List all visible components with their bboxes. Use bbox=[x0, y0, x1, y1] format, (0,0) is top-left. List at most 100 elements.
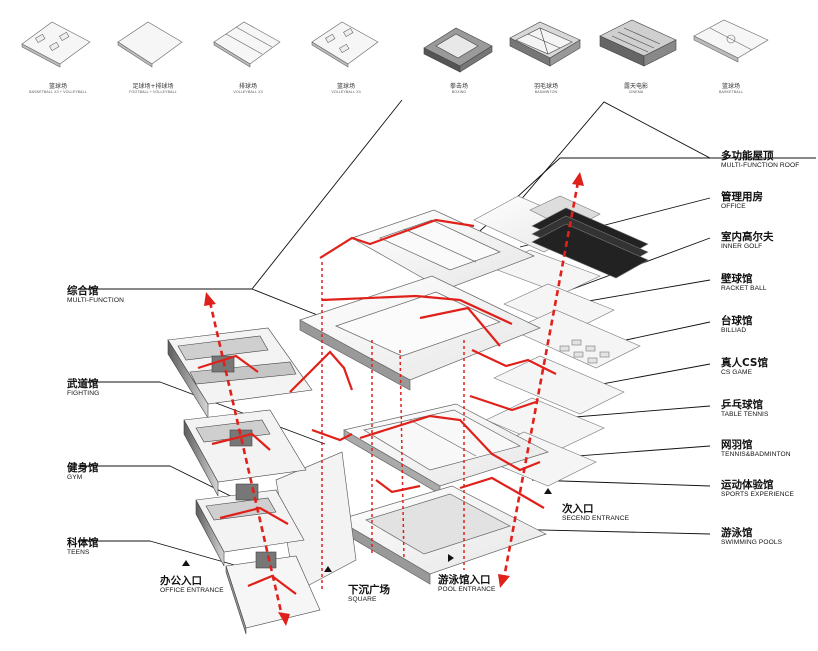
circulation-red bbox=[197, 218, 557, 595]
vertical-cores bbox=[321, 262, 465, 590]
label-racket-en: RACKET BALL bbox=[721, 285, 767, 292]
entrance-square-en: SQUARE bbox=[348, 596, 377, 603]
thumb-8-basketball bbox=[693, 19, 769, 63]
thumb-caption-2: 足球场+排球场 FOOTBALL + VOLLEYBALL bbox=[98, 83, 208, 95]
thumb-3-zh: 排球场 bbox=[238, 83, 257, 90]
label-inner-golf: 室内高尔夫 INNER GOLF bbox=[721, 231, 774, 251]
thumb-caption-4: 篮球场 VOLLEYBALL X3 bbox=[291, 83, 401, 95]
entrance-office-en: OFFICE ENTRANCE bbox=[160, 587, 224, 594]
label-office-zh: 管理用房 bbox=[721, 191, 763, 203]
thumb-5-boxing bbox=[423, 27, 493, 73]
thumb-8-zh: 篮球场 bbox=[721, 83, 740, 90]
label-swimming-pools: 游泳馆 SWIMMING POOLS bbox=[721, 527, 782, 547]
thumb-5-zh: 拳击场 bbox=[449, 83, 468, 90]
label-table-tennis: 乒乓球馆 TABLE TENNIS bbox=[721, 399, 769, 419]
label-pool-entrance: 游泳馆入口 POOL ENTRANCE bbox=[438, 574, 495, 594]
label-tabletennis-zh: 乒乓球馆 bbox=[721, 399, 763, 411]
label-fighting-zh: 武道馆 bbox=[67, 378, 99, 390]
thumb-4-zh: 篮球场 bbox=[336, 83, 355, 90]
leader-sports bbox=[531, 479, 711, 487]
thumb-caption-8: 篮球场 BASKETBALL bbox=[676, 83, 786, 95]
thumb-caption-5: 拳击场 BOXING bbox=[404, 83, 514, 95]
central-slabs bbox=[275, 209, 549, 593]
label-racket-zh: 壁球馆 bbox=[721, 273, 753, 285]
arrow-heads bbox=[204, 172, 584, 626]
label-multi-zh: 综合馆 bbox=[67, 285, 99, 297]
label-tennis-badminton: 网羽馆 TENNIS&BADMINTON bbox=[721, 439, 791, 459]
thumb-2-zh: 足球场+排球场 bbox=[132, 83, 174, 90]
thumb-2-en: FOOTBALL + VOLLEYBALL bbox=[129, 90, 177, 94]
label-tabletennis-en: TABLE TENNIS bbox=[721, 411, 769, 418]
entrance-markers bbox=[182, 488, 552, 572]
label-office-entrance: 办公入口 OFFICE ENTRANCE bbox=[160, 575, 224, 595]
thumb-4-en: VOLLEYBALL X3 bbox=[331, 90, 361, 94]
label-golf-en: INNER GOLF bbox=[721, 243, 763, 250]
thumb-1-plate bbox=[21, 21, 91, 68]
entrance-pool-en: POOL ENTRANCE bbox=[438, 586, 496, 593]
label-second-entrance: 次入口 SECEND ENTRANCE bbox=[562, 503, 629, 523]
label-multi-function: 综合馆 MULTI-FUNCTION bbox=[67, 285, 124, 305]
thumb-7-cinema bbox=[599, 19, 677, 67]
label-office-en: OFFICE bbox=[721, 203, 746, 210]
leader-multi-to-thumbs bbox=[78, 99, 403, 290]
thumb-7-en: CINEMA bbox=[628, 90, 644, 94]
right-room-stack bbox=[473, 195, 649, 487]
thumb-2-plate bbox=[117, 21, 183, 68]
entrance-pool-zh: 游泳馆入口 bbox=[438, 574, 491, 586]
label-multi-function-roof: 多功能屋顶 MULTI-FUNCTION ROOF bbox=[721, 150, 799, 170]
left-axis-arrow bbox=[208, 301, 284, 617]
label-racket-ball: 壁球馆 RACKET BALL bbox=[721, 273, 767, 293]
thumb-4-plate bbox=[311, 21, 379, 68]
axis-arrows bbox=[208, 181, 580, 617]
entrance-second-zh: 次入口 bbox=[562, 503, 594, 515]
thumb-1-en: BASKETBALL X3 + VOLLEYBALL bbox=[29, 90, 87, 94]
label-tennis-en: TENNIS&BADMINTON bbox=[721, 451, 791, 458]
thumb-7-zh: 露天电影 bbox=[623, 83, 648, 90]
label-fighting: 武道馆 FIGHTING bbox=[67, 378, 99, 398]
label-multi-en: MULTI-FUNCTION bbox=[67, 297, 124, 304]
left-wall-stack bbox=[167, 327, 321, 635]
label-cs-game: 真人CS馆 CS GAME bbox=[721, 357, 768, 377]
entrance-second-en: SECEND ENTRANCE bbox=[562, 515, 630, 522]
thumb-8-en: BASKETBALL bbox=[719, 90, 743, 94]
billiad-tables bbox=[559, 339, 610, 364]
label-square: 下沉广场 SQUARE bbox=[348, 584, 390, 604]
label-sports-en: SPORTS EXPERIENCE bbox=[721, 491, 795, 498]
label-teens-zh: 科体馆 bbox=[67, 537, 99, 549]
entrance-office-zh: 办公入口 bbox=[160, 575, 202, 587]
label-billiad-en: BILLIAD bbox=[721, 327, 747, 334]
thumb-6-en: BADMINTON bbox=[534, 90, 558, 94]
thumb-3-en: VOLLEYBALL X3 bbox=[233, 90, 263, 94]
label-csgame-zh: 真人CS馆 bbox=[721, 357, 768, 369]
label-pools-zh: 游泳馆 bbox=[721, 527, 753, 539]
label-office: 管理用房 OFFICE bbox=[721, 191, 763, 211]
label-billiad: 台球馆 BILLIAD bbox=[721, 315, 753, 335]
thumb-caption-3: 排球场 VOLLEYBALL X3 bbox=[193, 83, 303, 95]
thumb-1-zh: 篮球场 bbox=[48, 83, 67, 90]
label-tennis-zh: 网羽馆 bbox=[721, 439, 753, 451]
right-axis-arrow bbox=[502, 181, 580, 579]
thumb-caption-7: 露天电影 CINEMA bbox=[581, 83, 691, 95]
thumb-6-zh: 羽毛球场 bbox=[533, 83, 558, 90]
label-sports-experience: 运动体验馆 SPORTS EXPERIENCE bbox=[721, 479, 794, 499]
entrance-square-zh: 下沉广场 bbox=[348, 584, 390, 596]
thumb-caption-6: 羽毛球场 BADMINTON bbox=[491, 83, 601, 95]
thumb-6-badminton bbox=[509, 21, 581, 67]
leader-roof bbox=[501, 101, 816, 223]
label-gym-zh: 健身馆 bbox=[67, 462, 99, 474]
thumbnail-row bbox=[21, 19, 769, 73]
label-billiad-zh: 台球馆 bbox=[721, 315, 753, 327]
thumb-3-plate bbox=[213, 21, 281, 68]
label-roof-en: MULTI-FUNCTION ROOF bbox=[721, 162, 800, 169]
label-csgame-en: CS GAME bbox=[721, 369, 753, 376]
label-teens-en: TEENS bbox=[67, 549, 90, 556]
label-sports-zh: 运动体验馆 bbox=[721, 479, 774, 491]
thumb-5-en: BOXING bbox=[451, 90, 467, 94]
label-golf-zh: 室内高尔夫 bbox=[721, 231, 774, 243]
label-roof-zh: 多功能屋顶 bbox=[721, 150, 774, 162]
thumb-caption-1: 篮球场 BASKETBALL X3 + VOLLEYBALL bbox=[3, 83, 113, 95]
label-teens: 科体馆 TEENS bbox=[67, 537, 99, 557]
fighting-level bbox=[167, 327, 313, 420]
